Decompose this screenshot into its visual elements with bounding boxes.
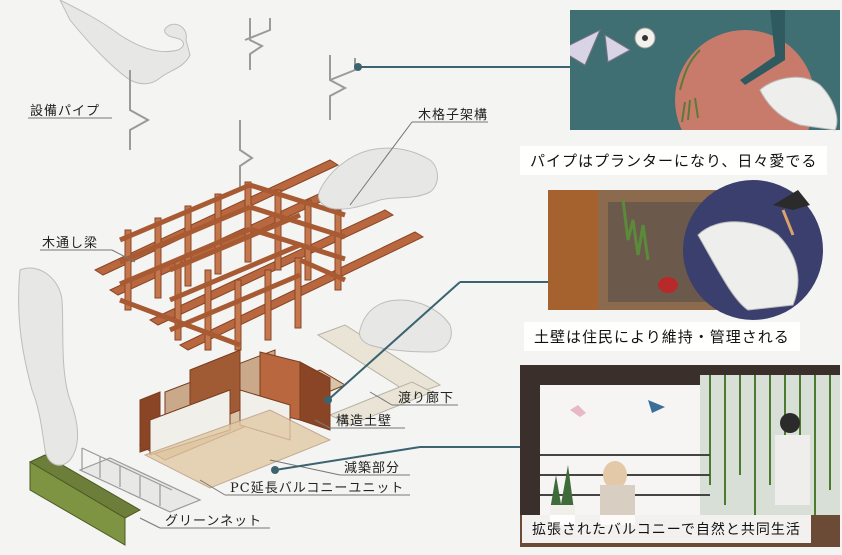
label-equipment-pipe: 設備パイプ <box>30 104 101 119</box>
corridor-plank <box>316 324 442 426</box>
label-green-net: グリーンネット <box>165 514 263 529</box>
label-pc-balcony: PC延長バルコニーユニット <box>230 481 405 496</box>
label-structural-wall: 構造土壁 <box>336 414 393 429</box>
caption-earth-wall: 土壁は住民により維持・管理される <box>524 322 800 351</box>
label-wood-lattice: 木格子架構 <box>418 108 489 123</box>
pc-balcony-unit <box>78 447 202 513</box>
hand-top-illustration <box>59 0 191 85</box>
housing-unit <box>138 349 347 461</box>
hand-corridor-illustration <box>359 299 452 353</box>
caption-balcony: 拡張されたバルコニーで自然と共同生活 <box>522 515 811 543</box>
panel-connectors <box>274 66 575 471</box>
arm-left-illustration <box>18 267 79 466</box>
planter-photo-panel <box>570 10 840 170</box>
caption-planter: パイプはプランターになり、日々愛でる <box>520 146 828 175</box>
reduced-floor <box>143 409 332 489</box>
connector-dot-3 <box>271 466 279 474</box>
wood-lattice-frame <box>119 181 347 351</box>
label-leaders <box>28 117 488 529</box>
equipment-pipes <box>129 18 356 190</box>
planter-illustration <box>570 10 840 170</box>
label-wood-beam: 木通し梁 <box>42 236 99 251</box>
label-reduced-part: 減築部分 <box>344 461 401 476</box>
connector-dot-2 <box>324 396 332 404</box>
green-net-panel <box>28 454 142 546</box>
hand-lattice-illustration <box>317 147 438 210</box>
earth-wall-photo-panel <box>548 180 838 330</box>
label-corridor: 渡り廊下 <box>398 391 455 406</box>
earth-wall-illustration <box>548 180 823 320</box>
connector-dot-1 <box>354 63 362 71</box>
